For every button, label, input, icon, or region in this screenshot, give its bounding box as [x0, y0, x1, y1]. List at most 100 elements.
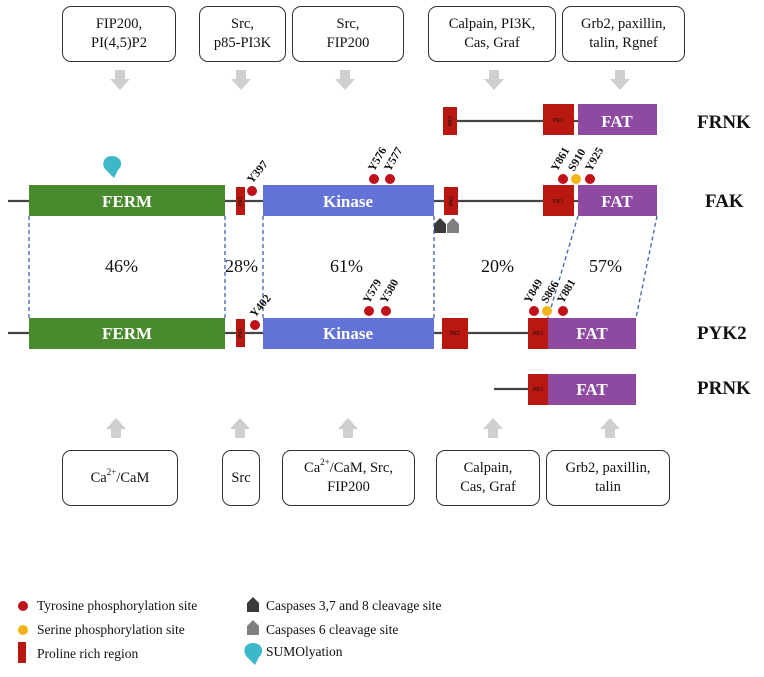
sumoylation-icon — [103, 156, 122, 178]
bottom-binding-box: Calpain, Cas, Graf — [436, 450, 540, 506]
fat-label: FAT — [576, 380, 608, 399]
top-binding-box: FIP200, PI(4,5)P2 — [62, 6, 176, 62]
legend-icons — [18, 597, 263, 665]
linker-homology: 28% — [225, 256, 258, 276]
caspase-378-legend-icon — [247, 597, 259, 612]
top-binding-box: Src, p85-PI3K — [199, 6, 286, 62]
fat-homology: 57% — [589, 256, 622, 276]
pr2-region — [442, 318, 468, 349]
down-arrow — [110, 70, 130, 90]
top-binding-box: Grb2, paxillin, talin, Rgnef — [562, 6, 685, 62]
pr3-label: PR3 — [553, 199, 563, 205]
frnk-label: FRNK — [697, 112, 751, 133]
pr2-label: PR2 — [449, 196, 455, 206]
pr2-label: PR2 — [450, 331, 460, 337]
frnk-row — [443, 104, 657, 135]
y402-site — [250, 320, 260, 330]
y861-site — [558, 174, 568, 184]
fak-row — [8, 156, 657, 233]
legend-sumo: SUMOlyation — [266, 644, 343, 659]
prnk-label: PRNK — [697, 378, 751, 399]
y576-site — [369, 174, 379, 184]
pr3-label: PR3 — [553, 118, 563, 124]
legend-proline: Proline rich region — [37, 646, 139, 661]
down-arrow — [231, 70, 251, 90]
alignment-lines — [28, 215, 658, 319]
fat-label: FAT — [601, 112, 633, 131]
caspase-378-cleavage-icon — [434, 218, 446, 233]
proline-homology: 20% — [481, 256, 514, 276]
fak-label: FAK — [705, 191, 744, 212]
legend-serine: Serine phosphorylation site — [37, 622, 185, 637]
legend-caspase-378: Caspases 3,7 and 8 cleavage site — [266, 598, 442, 613]
caspase-6-legend-icon — [247, 620, 259, 635]
fat-domain — [548, 318, 636, 349]
pyk2-row — [8, 306, 636, 349]
top-binding-box: Src, FIP200 — [292, 6, 404, 62]
s866-site — [542, 306, 552, 316]
down-arrow — [610, 70, 630, 90]
pr2-label: PR2 — [448, 116, 454, 126]
up-arrow — [483, 418, 503, 438]
fat-domain — [548, 374, 636, 405]
pr3-region — [528, 374, 548, 405]
top-binding-box: Calpain, PI3K, Cas, Graf — [428, 6, 556, 62]
pr1-region — [236, 187, 245, 215]
sumo-legend-icon — [244, 643, 263, 665]
y881-site — [558, 306, 568, 316]
ferm-domain — [29, 318, 225, 349]
bottom-binding-box: Src — [222, 450, 260, 506]
y925-label: Y925 — [583, 145, 606, 173]
y397-label: Y397 — [245, 158, 271, 185]
pyk2-label: PYK2 — [697, 323, 747, 344]
pr2-region — [443, 107, 457, 135]
y577-site — [385, 174, 395, 184]
kinase-domain — [263, 185, 434, 216]
fat-domain — [578, 104, 657, 135]
fat-label: FAT — [601, 192, 633, 211]
pr3-label: PR3 — [533, 387, 543, 393]
ferm-label: FERM — [102, 192, 152, 211]
bottom-binding-box: Grb2, paxillin, talin — [546, 450, 670, 506]
y402-label: Y402 — [248, 292, 274, 319]
down-arrow — [335, 70, 355, 90]
bottom-binding-box: Ca2+/CaM, Src,FIP200 — [282, 450, 415, 506]
legend-tyrosine: Tyrosine phosphorylation site — [37, 598, 198, 613]
y397-site — [247, 186, 257, 196]
y579-site — [364, 306, 374, 316]
y925-site — [585, 174, 595, 184]
fat-domain — [578, 185, 657, 216]
y580-label: Y580 — [378, 277, 401, 305]
serine-legend-icon — [18, 625, 28, 635]
pr3-region — [543, 185, 574, 216]
up-arrow — [106, 418, 126, 438]
pr2-region — [444, 187, 458, 215]
y881-label: Y881 — [555, 277, 578, 305]
ferm-domain — [29, 185, 225, 216]
up-arrow — [600, 418, 620, 438]
pr1-label: PR1 — [238, 196, 244, 206]
up-arrow — [338, 418, 358, 438]
prnk-row — [494, 374, 636, 405]
up-arrow — [230, 418, 250, 438]
legend-caspase-6: Caspases 6 cleavage site — [266, 622, 399, 637]
ferm-homology: 46% — [105, 256, 138, 276]
kinase-label: Kinase — [323, 324, 374, 343]
pr1-label: PR1 — [238, 328, 244, 338]
y580-site — [381, 306, 391, 316]
down-arrow — [484, 70, 504, 90]
y849-site — [529, 306, 539, 316]
proline-legend-icon — [18, 642, 26, 663]
kinase-domain — [263, 318, 434, 349]
kinase-homology: 61% — [330, 256, 363, 276]
pr3-region — [543, 104, 574, 135]
bottom-binding-box: Ca2+/CaM — [62, 450, 178, 506]
caspase-6-cleavage-icon — [447, 218, 459, 233]
ferm-label: FERM — [102, 324, 152, 343]
pr3-label: PR3 — [533, 331, 543, 337]
fat-label: FAT — [576, 324, 608, 343]
pr3-region — [528, 318, 548, 349]
pr1-region — [236, 319, 245, 347]
tyrosine-legend-icon — [18, 601, 28, 611]
